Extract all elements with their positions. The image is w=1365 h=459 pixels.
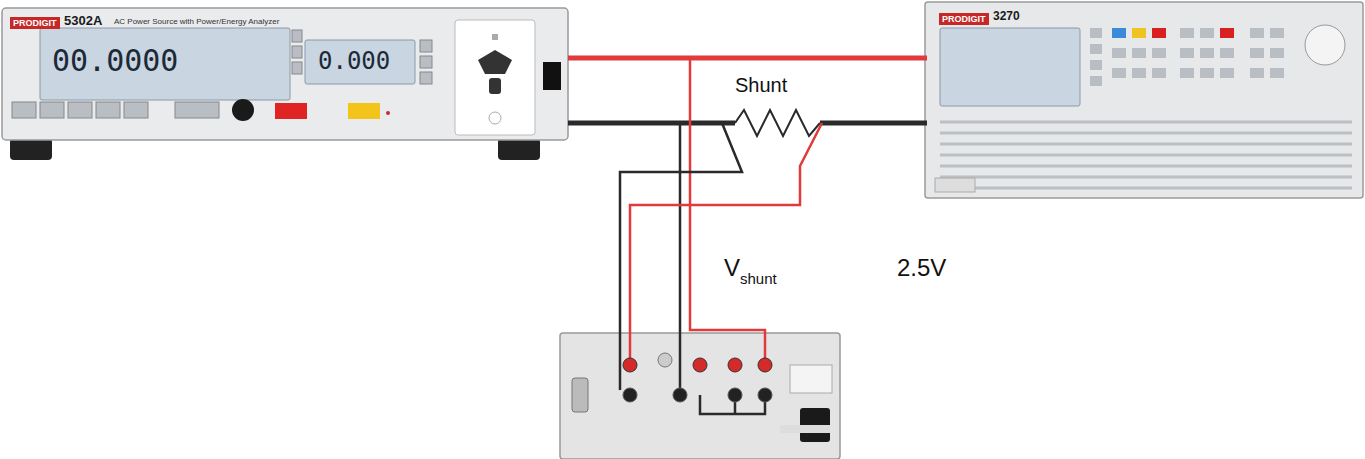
signal-subscript: shunt [740, 270, 777, 287]
voltage-value: 2.5V [897, 254, 946, 282]
ac-electronic-load [925, 2, 1363, 198]
model-number: 3270 [993, 10, 1020, 24]
wiring [568, 58, 927, 414]
model-number: 5302A [64, 14, 102, 29]
model-description: AC Power Source with Power/Energy Analyz… [114, 17, 279, 26]
display-reading: 0.000 [318, 48, 390, 76]
terminals [623, 358, 772, 402]
signal-name: V [724, 254, 740, 282]
brand-logo: PRODIGIT [939, 13, 989, 25]
brand-logo: PRODIGIT [10, 17, 60, 29]
power-meter [560, 333, 840, 459]
ac-power-source [2, 8, 568, 160]
electronic-load-panel: PRODIGIT 3270 [925, 2, 1363, 198]
component-label: Shunt [735, 74, 787, 97]
display-reading: 00.0000 [52, 44, 178, 79]
